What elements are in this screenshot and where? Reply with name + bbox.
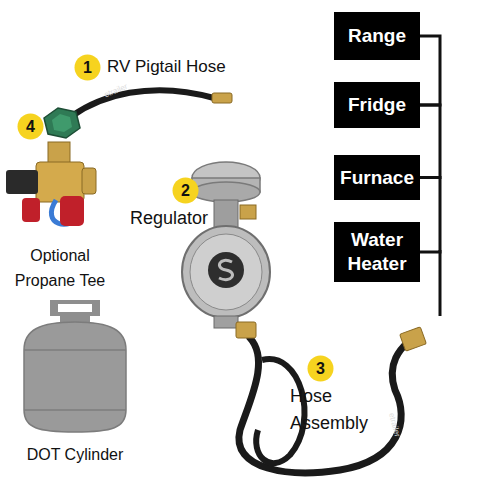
part-name: Optional Propane Tee [5, 243, 115, 293]
watermark: etrailer [384, 404, 404, 445]
callout-number-text: 1 [83, 59, 92, 77]
part-name: DOT Cylinder [15, 445, 135, 465]
manifold-line [420, 105, 440, 178]
callout-number-text: 4 [26, 118, 35, 136]
propane-tee [6, 142, 96, 226]
callout-circle-shape [18, 114, 44, 140]
part-name: Hose Assembly [290, 383, 380, 437]
watermark: etrailer [96, 79, 137, 103]
callout-circle-shape [75, 55, 101, 81]
manifold-line [420, 178, 440, 253]
callout-number: 2 [172, 177, 199, 204]
appliance-name: Range [348, 24, 406, 48]
part-name: RV Pigtail Hose [107, 56, 277, 78]
appliance-box: Furnace [334, 155, 420, 200]
hose-assembly [236, 322, 426, 473]
part-name: Regulator [130, 207, 230, 229]
pigtail-hose [44, 90, 232, 138]
callout-number-text: 2 [181, 182, 190, 200]
manifold-line [439, 250, 442, 316]
appliance-name: Fridge [348, 93, 406, 117]
manifold-line [420, 36, 440, 105]
callout-number: 1 [74, 54, 101, 81]
appliance-box: Water Heater [334, 222, 420, 282]
callout-number-text: 3 [316, 360, 325, 378]
callout-number: 3 [307, 355, 334, 382]
dot-cylinder [24, 300, 126, 432]
appliance-name: Furnace [340, 166, 414, 190]
appliance-box: Range [334, 12, 420, 60]
callout-circle-shape [173, 178, 199, 204]
callout-circle-shape [308, 356, 334, 382]
appliance-box: Fridge [334, 82, 420, 128]
callout-number: 4 [17, 113, 44, 140]
appliance-name: Water Heater [338, 228, 416, 276]
